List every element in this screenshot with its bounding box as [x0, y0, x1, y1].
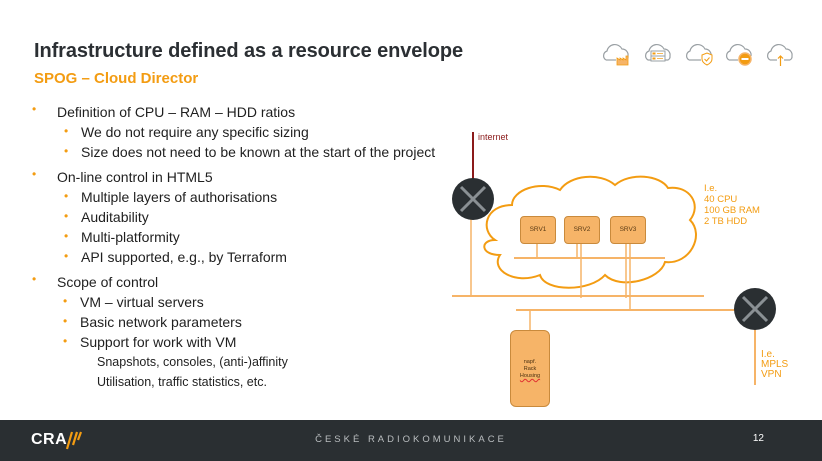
slide-subtitle: SPOG – Cloud Director [34, 70, 199, 87]
cloud-minus-icon [726, 43, 752, 66]
cloud-shield-icon [686, 43, 713, 66]
bullet-dot-icon: • [63, 334, 68, 348]
bullet-dot-icon: • [64, 249, 69, 263]
logo-marks-icon [65, 431, 83, 450]
bullet-text: Size does not need to be known at the st… [81, 144, 436, 160]
bullet-item: • Definition of CPU – RAM – HDD ratios [32, 102, 296, 120]
footer-bar: CRA ČESKÉ RADIOKOMUNIKACE 12 [0, 420, 822, 461]
bullet-text: Definition of CPU – RAM – HDD ratios [57, 104, 296, 120]
bullet-dot-icon: • [32, 102, 37, 116]
bullet-text: Multiple layers of authorisations [81, 189, 278, 205]
company-logo: CRA [31, 431, 68, 448]
bullet-dot-icon: • [64, 189, 69, 203]
bullet-text: Auditability [81, 209, 149, 225]
bullet-dot-icon: • [32, 272, 37, 286]
bullet-text: We do not require any specific sizing [81, 124, 309, 140]
rack-label-line: Housing [519, 373, 541, 379]
server-box: SRV3 [610, 216, 646, 244]
wan-label: I.e. MPLS VPN [761, 350, 788, 380]
internet-label: internet [478, 132, 509, 142]
bullet-text: API supported, e.g., by Terraform [81, 249, 287, 265]
bullet-text: Basic network parameters [80, 314, 242, 330]
diagram-lines [452, 132, 776, 385]
cloud-upload-icon [767, 43, 793, 66]
wan-label-line: MPLS [761, 359, 789, 370]
bullet-item: • Multiple layers of authorisations [64, 189, 278, 205]
bullet-item: • Support for work with VM [63, 334, 237, 350]
bullet-item: • We do not require any specific sizing [64, 124, 309, 140]
bullet-dot-icon: • [32, 167, 37, 181]
bullet-item: • Multi-platformity [64, 229, 180, 245]
bullet-text: Utilisation, traffic statistics, etc. [97, 375, 267, 389]
bullet-dot-icon: • [64, 209, 69, 223]
rack-label-line: Rack [523, 366, 537, 372]
router-icon [734, 288, 776, 330]
bullet-dot-icon: • [63, 294, 68, 308]
bullet-item: • Auditability [64, 209, 149, 225]
router-icon [452, 178, 494, 220]
header-icons [600, 38, 800, 68]
resource-label-line: I.e. [704, 183, 718, 194]
rack-housing-box: např. Rack Housing [510, 330, 550, 407]
resource-label-line: 100 GB RAM [704, 205, 760, 216]
bullet-text: VM – virtual servers [80, 294, 204, 310]
bullet-item: • API supported, e.g., by Terraform [64, 249, 287, 265]
bullet-item: • Scope of control [32, 272, 159, 290]
bullet-text: Support for work with VM [80, 334, 237, 350]
server-box: SRV2 [564, 216, 600, 244]
page-number: 12 [752, 433, 764, 444]
bullet-dot-icon: • [63, 314, 68, 328]
company-name: ČESKÉ RADIOKOMUNIKACE [315, 434, 507, 445]
cloud-server-icon [645, 43, 671, 62]
cloud-factory-icon [603, 43, 629, 66]
bullet-text: Multi-platformity [81, 229, 180, 245]
rack-label-line: např. [523, 359, 537, 365]
bullet-item: • On-line control in HTML5 [32, 167, 213, 185]
bullet-item: • Size does not need to be known at the s… [64, 144, 436, 160]
bullet-text: On-line control in HTML5 [57, 169, 213, 185]
bullet-dot-icon: • [64, 229, 69, 243]
network-diagram: internet SRV1 SRV2 SRV3 I.e. 40 CPU 100 … [452, 132, 788, 407]
bullet-item: • Basic network parameters [63, 314, 242, 330]
slide-title: Infrastructure defined as a resource env… [34, 40, 463, 62]
server-box: SRV1 [520, 216, 556, 244]
resource-label-line: 2 TB HDD [704, 216, 748, 227]
bullet-item: Snapshots, consoles, (anti-)affinity [97, 355, 288, 369]
bullet-text: Scope of control [57, 274, 159, 290]
resource-label: I.e. 40 CPU 100 GB RAM 2 TB HDD [704, 183, 760, 227]
wan-label-line: I.e. [761, 349, 775, 360]
bullet-dot-icon: • [64, 124, 69, 138]
bullet-item: Utilisation, traffic statistics, etc. [97, 375, 267, 389]
resource-label-line: 40 CPU [704, 194, 738, 205]
wan-label-line: VPN [761, 369, 782, 380]
bullet-text: Snapshots, consoles, (anti-)affinity [97, 355, 288, 369]
bullet-item: • VM – virtual servers [63, 294, 204, 310]
bullet-dot-icon: • [64, 144, 69, 158]
